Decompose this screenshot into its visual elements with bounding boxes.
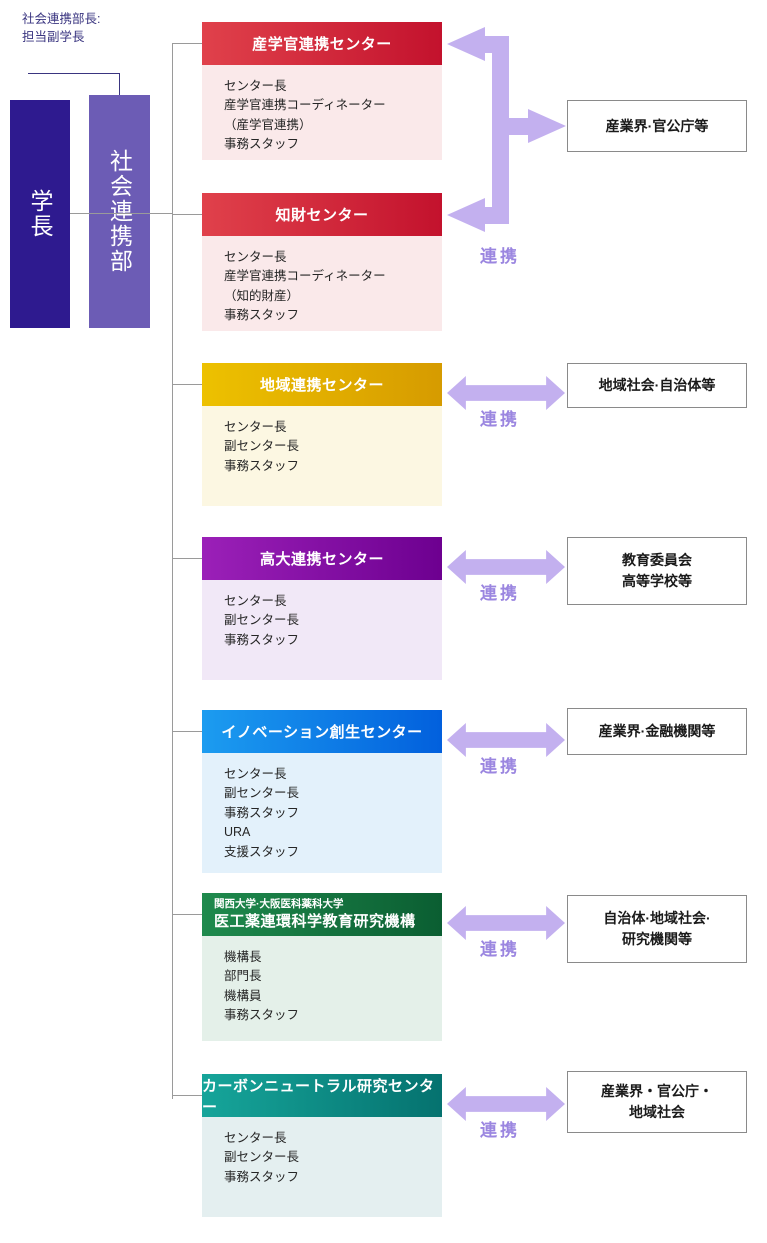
unit-title: 医工薬連環科学教育研究機構	[214, 912, 416, 930]
unit-branch-line	[172, 1095, 202, 1096]
bracket-horizontal-line	[28, 73, 120, 74]
unit-header: 高大連携センター	[202, 537, 442, 580]
link-label: 連携	[480, 940, 520, 959]
unit-title: カーボンニュートラル研究センター	[202, 1077, 435, 1116]
link-label: 連携	[480, 247, 520, 266]
unit-branch-line	[172, 214, 202, 215]
partner-box[interactable]: 教育委員会 高等学校等	[567, 537, 747, 605]
unit-branch-line	[172, 43, 202, 44]
unit-staff-list: センター長 産学官連携コーディネーター （知的財産） 事務スタッフ	[202, 236, 442, 331]
unit-header: イノベーション創生センター	[202, 710, 442, 753]
department-head-note: 社会連携部長: 担当副学長	[22, 12, 101, 45]
department-box: 社会連携部	[89, 95, 150, 328]
unit-staff-list: センター長 副センター長 事務スタッフ URA 支援スタッフ	[202, 753, 442, 873]
fork-arm-top	[485, 36, 509, 53]
bracket-vertical-line	[119, 73, 120, 97]
unit-staff-list: センター長 副センター長 事務スタッフ	[202, 1117, 442, 1217]
unit-staff-list: 機構長 部門長 機構員 事務スタッフ	[202, 936, 442, 1041]
partner-box[interactable]: 産業界·金融機関等	[567, 708, 747, 755]
unit-branch-line	[172, 731, 202, 732]
unit-staff-list: センター長 産学官連携コーディネーター （産学官連携） 事務スタッフ	[202, 65, 442, 160]
department-connector-line	[70, 213, 173, 214]
partner-box[interactable]: 自治体·地域社会· 研究機関等	[567, 895, 747, 963]
unit-title: イノベーション創生センター	[221, 724, 423, 741]
president-box: 学長	[10, 100, 70, 328]
unit-header: 知財センター	[202, 193, 442, 236]
unit-card[interactable]: 関西大学·大阪医科薬科大学医工薬連環科学教育研究機構機構長 部門長 機構員 事務…	[202, 893, 442, 1041]
fork-arrowhead-to-chizai	[447, 198, 485, 232]
unit-card[interactable]: 地域連携センターセンター長 副センター長 事務スタッフ	[202, 363, 442, 506]
unit-header: 地域連携センター	[202, 363, 442, 406]
unit-staff-list: センター長 副センター長 事務スタッフ	[202, 580, 442, 680]
partner-box[interactable]: 地域社会·自治体等	[567, 363, 747, 408]
link-label: 連携	[480, 584, 520, 603]
fork-arm-bottom	[485, 207, 509, 224]
unit-subtitle: 関西大学·大阪医科薬科大学	[214, 897, 344, 910]
unit-card[interactable]: 産学官連携センターセンター長 産学官連携コーディネーター （産学官連携） 事務ス…	[202, 22, 442, 160]
link-label: 連携	[480, 410, 520, 429]
partner-box[interactable]: 産業界・官公庁・ 地域社会	[567, 1071, 747, 1133]
link-label: 連携	[480, 757, 520, 776]
link-label: 連携	[480, 1121, 520, 1140]
fork-arrowhead-to-sangakukan	[447, 27, 485, 61]
unit-title: 地域連携センター	[259, 377, 384, 394]
fork-arrowhead-to-partner	[528, 109, 566, 143]
partner-box[interactable]: 産業界·官公庁等	[567, 100, 747, 152]
unit-card[interactable]: カーボンニュートラル研究センターセンター長 副センター長 事務スタッフ	[202, 1074, 442, 1217]
unit-title: 知財センター	[275, 207, 369, 224]
unit-staff-list: センター長 副センター長 事務スタッフ	[202, 406, 442, 506]
unit-header: カーボンニュートラル研究センター	[202, 1074, 442, 1117]
unit-title: 高大連携センター	[259, 551, 384, 568]
trunk-vertical-line	[172, 44, 173, 1099]
unit-branch-line	[172, 384, 202, 385]
unit-title: 産学官連携センター	[252, 36, 392, 53]
unit-card[interactable]: 知財センターセンター長 産学官連携コーディネーター （知的財産） 事務スタッフ	[202, 193, 442, 331]
unit-card[interactable]: 高大連携センターセンター長 副センター長 事務スタッフ	[202, 537, 442, 680]
unit-branch-line	[172, 558, 202, 559]
fork-arm-middle	[492, 118, 530, 135]
unit-header: 産学官連携センター	[202, 22, 442, 65]
unit-branch-line	[172, 914, 202, 915]
unit-header: 関西大学·大阪医科薬科大学医工薬連環科学教育研究機構	[202, 893, 442, 936]
unit-card[interactable]: イノベーション創生センターセンター長 副センター長 事務スタッフ URA 支援ス…	[202, 710, 442, 873]
